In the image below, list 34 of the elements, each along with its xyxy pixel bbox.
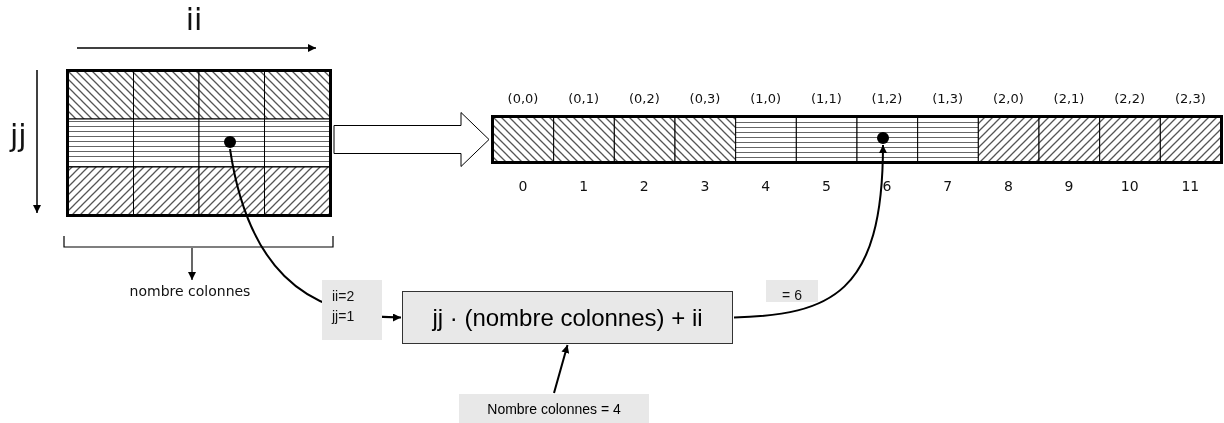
index-pair: (1,3): [932, 91, 964, 106]
index-number: 10: [1120, 178, 1139, 194]
index-number: 1: [579, 178, 589, 194]
index-pair: (0,0): [507, 91, 539, 106]
value-box: Nombre colonnes = 4: [459, 394, 649, 423]
index-number: 5: [821, 178, 831, 194]
index-number: 2: [639, 178, 649, 194]
caption-text: nombre colonnes: [129, 283, 251, 299]
edge-label: = 6: [766, 280, 818, 302]
index-number: 6: [882, 178, 892, 194]
index-pair: (2,0): [992, 91, 1024, 106]
arrow: [733, 144, 887, 319]
index-pair: (2,1): [1053, 91, 1085, 106]
axis-label: ii: [185, 2, 203, 37]
block-arrow: [333, 112, 490, 167]
index-pair: (2,2): [1114, 91, 1146, 106]
index-pair: (2,3): [1174, 91, 1206, 106]
index-number: 8: [1003, 178, 1013, 194]
index-pair: (0,1): [568, 91, 600, 106]
index-number: 9: [1064, 178, 1074, 194]
index-number: 7: [943, 178, 953, 194]
index-number: 11: [1181, 178, 1200, 194]
index-pair: (1,0): [750, 91, 782, 106]
index-pair: (1,1): [810, 91, 842, 106]
index-number: 4: [761, 178, 771, 194]
formula-box: jj · (nombre colonnes) + ii: [402, 291, 733, 344]
arrow: [553, 344, 570, 394]
edge-label: ii=2 jj=1: [322, 280, 382, 340]
axis-label: jj: [10, 118, 27, 153]
index-pair: (1,2): [871, 91, 903, 106]
index-number: 3: [700, 178, 710, 194]
index-pair: (0,3): [689, 91, 721, 106]
index-pair: (0,2): [628, 91, 660, 106]
index-number: 0: [518, 178, 528, 194]
